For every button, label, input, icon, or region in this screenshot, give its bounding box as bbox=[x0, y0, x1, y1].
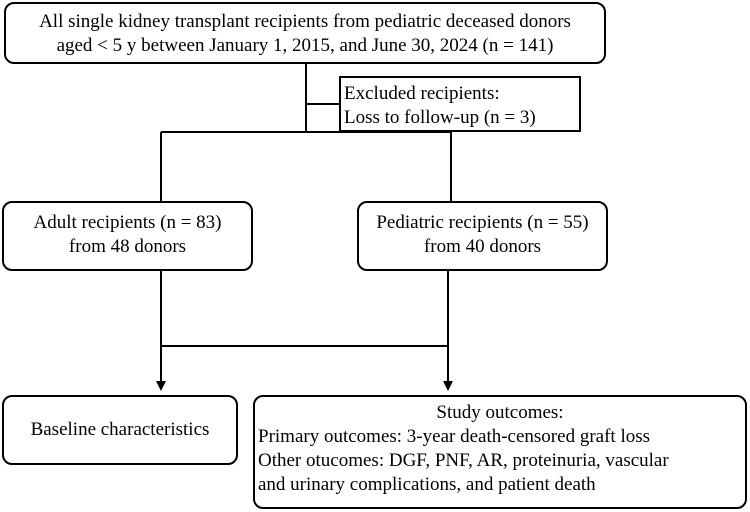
adult-recipients-box: Adult recipients (n = 83) from 48 donors bbox=[2, 201, 253, 271]
study-outcomes-title: Study outcomes: bbox=[436, 402, 564, 423]
excluded-loss-to-follow-up: Loss to follow-up (n = 3) bbox=[344, 107, 536, 128]
pediatric-donors-count: from 40 donors bbox=[423, 236, 542, 257]
adult-recipients-count: Adult recipients (n = 83) bbox=[33, 212, 222, 233]
all-recipients-line1: All single kidney transplant recipients … bbox=[39, 11, 571, 32]
other-outcomes-line1: Other otucomes: DGF, PNF, AR, proteinuri… bbox=[258, 450, 669, 471]
pediatric-recipients-box: Pediatric recipients (n = 55) from 40 do… bbox=[357, 201, 608, 271]
pediatric-recipients-count: Pediatric recipients (n = 55) bbox=[376, 212, 589, 233]
excluded-title: Excluded recipients: bbox=[344, 83, 500, 104]
other-outcomes-line2: and urinary complications, and patient d… bbox=[258, 474, 596, 495]
study-outcomes-box: Study outcomes: Primary outcomes: 3-year… bbox=[253, 395, 747, 509]
baseline-characteristics-label: Baseline characteristics bbox=[30, 419, 210, 440]
all-recipients-box: All single kidney transplant recipients … bbox=[4, 2, 606, 64]
baseline-characteristics-box: Baseline characteristics bbox=[2, 395, 238, 465]
primary-outcomes: Primary outcomes: 3-year death-censored … bbox=[258, 426, 651, 447]
all-recipients-line2: aged < 5 y between January 1, 2015, and … bbox=[56, 35, 554, 56]
excluded-recipients-box: Excluded recipients: Loss to follow-up (… bbox=[339, 76, 581, 132]
adult-donors-count: from 48 donors bbox=[68, 236, 187, 257]
